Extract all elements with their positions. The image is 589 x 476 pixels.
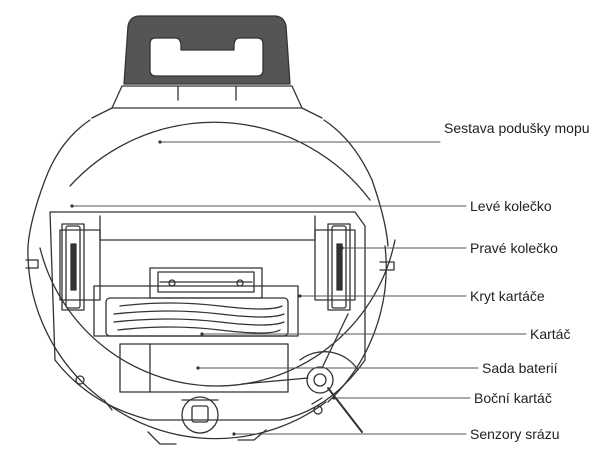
robot-body <box>25 119 396 440</box>
label-mop-pad-assembly: Sestava podušky mopu <box>444 120 589 136</box>
mop-pad-part <box>91 15 323 119</box>
label-left-wheel: Levé kolečko <box>470 198 552 214</box>
label-cliff-sensors: Senzory srázu <box>470 426 560 442</box>
side-brush-part <box>241 313 363 433</box>
label-battery-pack: Sada baterií <box>482 360 558 376</box>
right-wheel-part <box>327 223 351 311</box>
battery-pack-part <box>119 343 289 393</box>
leader-lines <box>71 141 527 435</box>
label-main-brush: Kartáč <box>530 326 571 342</box>
main-brush-part <box>105 297 289 337</box>
leader-endpoints <box>70 140 344 436</box>
label-side-brush: Boční kartáč <box>474 390 552 406</box>
label-brush-cover: Kryt kartáče <box>470 288 545 304</box>
chassis-panel <box>49 211 366 421</box>
label-right-wheel: Pravé kolečko <box>470 240 558 256</box>
caster-wheel-part <box>181 396 219 434</box>
brush-cover-part <box>93 267 299 337</box>
left-wheel-part <box>61 223 85 311</box>
cliff-sensors-part <box>75 375 323 445</box>
